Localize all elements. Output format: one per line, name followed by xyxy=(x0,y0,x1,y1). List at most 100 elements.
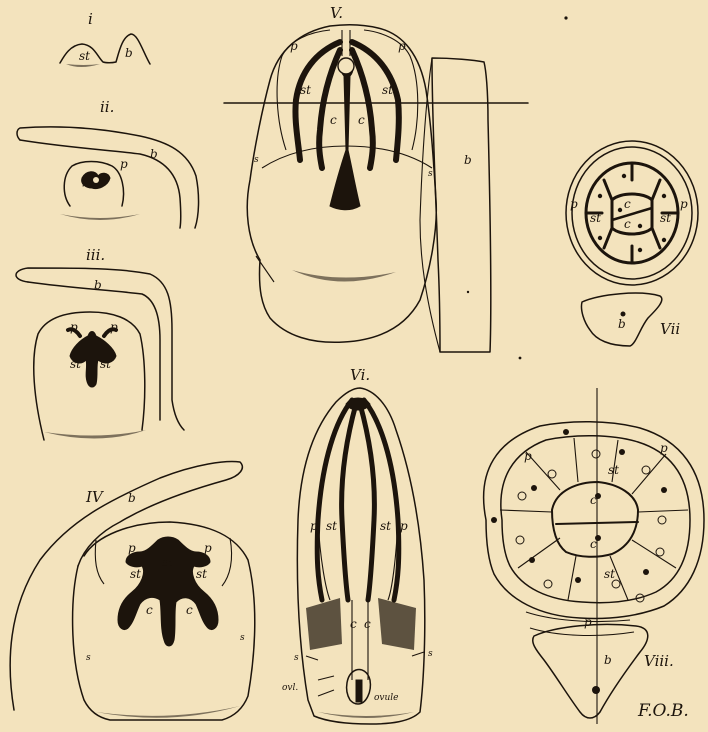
fig-v-label-b: b xyxy=(464,153,472,167)
figure-i: i st b xyxy=(60,10,150,67)
fig-iv-label-p2: p xyxy=(204,541,212,555)
fig-vi-label-st2: st xyxy=(380,519,391,533)
fig-ii-label-p2: p xyxy=(120,157,128,171)
fig-vi-label-s1: s xyxy=(294,653,299,663)
fig-v-bract xyxy=(432,58,491,352)
fig-iii-label-b: b xyxy=(94,278,102,292)
figure-vi: Vi. p st st p c c s s ovule ovl. xyxy=(282,366,433,724)
fig-vi-band-l2 xyxy=(342,404,356,600)
figure-iii: iii. b p p st st xyxy=(16,246,184,440)
fig-viii-dot-e xyxy=(643,569,649,575)
stray-dot-3 xyxy=(467,291,469,293)
fig-i-label-b: b xyxy=(125,46,133,60)
figure-v: V. p p st st c c s s b xyxy=(224,4,528,352)
fig-iii-label-st2: st xyxy=(100,357,111,371)
fig-v-bract-inner xyxy=(420,58,440,352)
fig-viii-core-divider xyxy=(556,522,638,524)
fig-vii-numeral: Vii xyxy=(660,320,680,338)
fig-vi-leader-s xyxy=(306,652,424,660)
fig-viii-bract xyxy=(533,624,648,718)
fig-viii-dot-a xyxy=(531,485,537,491)
fig-viii-label-st1: st xyxy=(608,463,619,477)
fig-vi-ovule-core xyxy=(356,680,362,702)
fig-viii-label-c1: c xyxy=(590,493,597,507)
fig-iii-label-p1: p xyxy=(70,320,78,334)
fig-vi-column xyxy=(352,600,368,680)
fig-v-stipple xyxy=(292,270,396,282)
fig-v-label-st2: st xyxy=(382,83,393,97)
fig-viii-mid-band xyxy=(526,612,634,635)
fig-iv-petal-right xyxy=(222,538,232,586)
fig-viii-label-p1: p xyxy=(524,449,532,463)
fig-vi-hatch-right xyxy=(378,598,416,650)
fig-iii-label-p2: p xyxy=(110,320,118,334)
fig-ii-label-b: b xyxy=(150,147,158,161)
fig-iv-label-st3: st xyxy=(196,567,207,581)
fig-vi-label-s2: s xyxy=(428,649,433,659)
fig-vi-label-p2: p xyxy=(400,519,408,533)
fig-iv-bract xyxy=(10,462,242,710)
fig-vi-numeral: Vi. xyxy=(350,366,370,384)
fig-v-column xyxy=(330,60,360,210)
fig-v-label-c1: c xyxy=(330,113,337,127)
fig-vii-label-c1: c xyxy=(624,197,631,211)
fig-v-label-s1: s xyxy=(254,155,259,165)
fig-ii-core xyxy=(93,177,99,183)
fig-v-band-l2 xyxy=(319,50,340,168)
fig-viii-ring-2 xyxy=(592,450,600,458)
fig-i-outline xyxy=(60,34,150,64)
fig-viii-ring-5 xyxy=(656,548,664,556)
fig-viii-label-st2: st xyxy=(604,567,615,581)
fig-iii-stipple xyxy=(44,430,146,439)
stray-dot-2 xyxy=(519,357,522,360)
fig-viii-dot-f xyxy=(575,577,581,583)
fig-v-style-top xyxy=(342,30,350,56)
fig-vii-label-st2: st xyxy=(660,211,671,225)
fig-ii-stipple xyxy=(60,214,140,220)
fig-viii-ring-9 xyxy=(518,492,526,500)
fig-vii-dot-4 xyxy=(662,194,666,198)
fig-iv-label-s2: s xyxy=(240,633,245,643)
fig-viii-label-c2: c xyxy=(590,537,597,551)
fig-vii-dot-6 xyxy=(662,238,666,242)
fig-viii-label-p3: p xyxy=(584,615,592,629)
fig-vii-label-p2: p xyxy=(680,197,688,211)
fig-i-label-st: st xyxy=(79,49,90,63)
fig-vi-label-c2: c xyxy=(364,617,371,631)
fig-v-numeral: V. xyxy=(330,4,343,22)
figure-vii: p st c c st p b Vii xyxy=(566,141,698,346)
fig-iv-label-b: b xyxy=(128,491,136,505)
fig-v-label-p1: p xyxy=(290,39,298,53)
fig-vii-dot-1 xyxy=(618,208,622,212)
fig-viii-ring-6 xyxy=(612,580,620,588)
figure-viii: p p st c c st p b Viii. xyxy=(484,388,704,724)
fig-viii-ring-4 xyxy=(658,516,666,524)
fig-iii-label-st1: st xyxy=(70,357,81,371)
fig-vii-label-c2: c xyxy=(624,217,631,231)
fig-viii-ring-1 xyxy=(548,470,556,478)
fig-vii-dot-2 xyxy=(638,224,642,228)
fig-i-stipple xyxy=(66,64,100,67)
fig-viii-ring-7 xyxy=(544,580,552,588)
fig-vi-label-p1: p xyxy=(310,519,318,533)
fig-vi-stipple xyxy=(318,712,414,718)
fig-vii-dot-3 xyxy=(598,194,602,198)
fig-vi-leader-ovl xyxy=(318,676,334,696)
fig-vii-label-st1: st xyxy=(590,211,601,225)
fig-iv-label-p1: p xyxy=(128,541,136,555)
fig-vii-bract-dot xyxy=(621,312,626,317)
fig-vi-hatch-left xyxy=(306,598,342,650)
fig-iv-petal-left xyxy=(95,540,104,584)
fig-viii-dot-g xyxy=(491,517,497,523)
fig-v-label-p2: p xyxy=(398,39,406,53)
fig-viii-bract-dot xyxy=(592,686,600,694)
fig-vi-band-r2 xyxy=(360,404,374,600)
fig-iv-label-st1: st xyxy=(130,567,141,581)
fig-viii-dot-c xyxy=(619,449,625,455)
fig-iii-numeral: iii. xyxy=(86,246,105,264)
fig-iv-label-s1: s xyxy=(86,653,91,663)
fig-viii-label-b: b xyxy=(604,653,612,667)
fig-iv-label-c1: c xyxy=(146,603,153,617)
